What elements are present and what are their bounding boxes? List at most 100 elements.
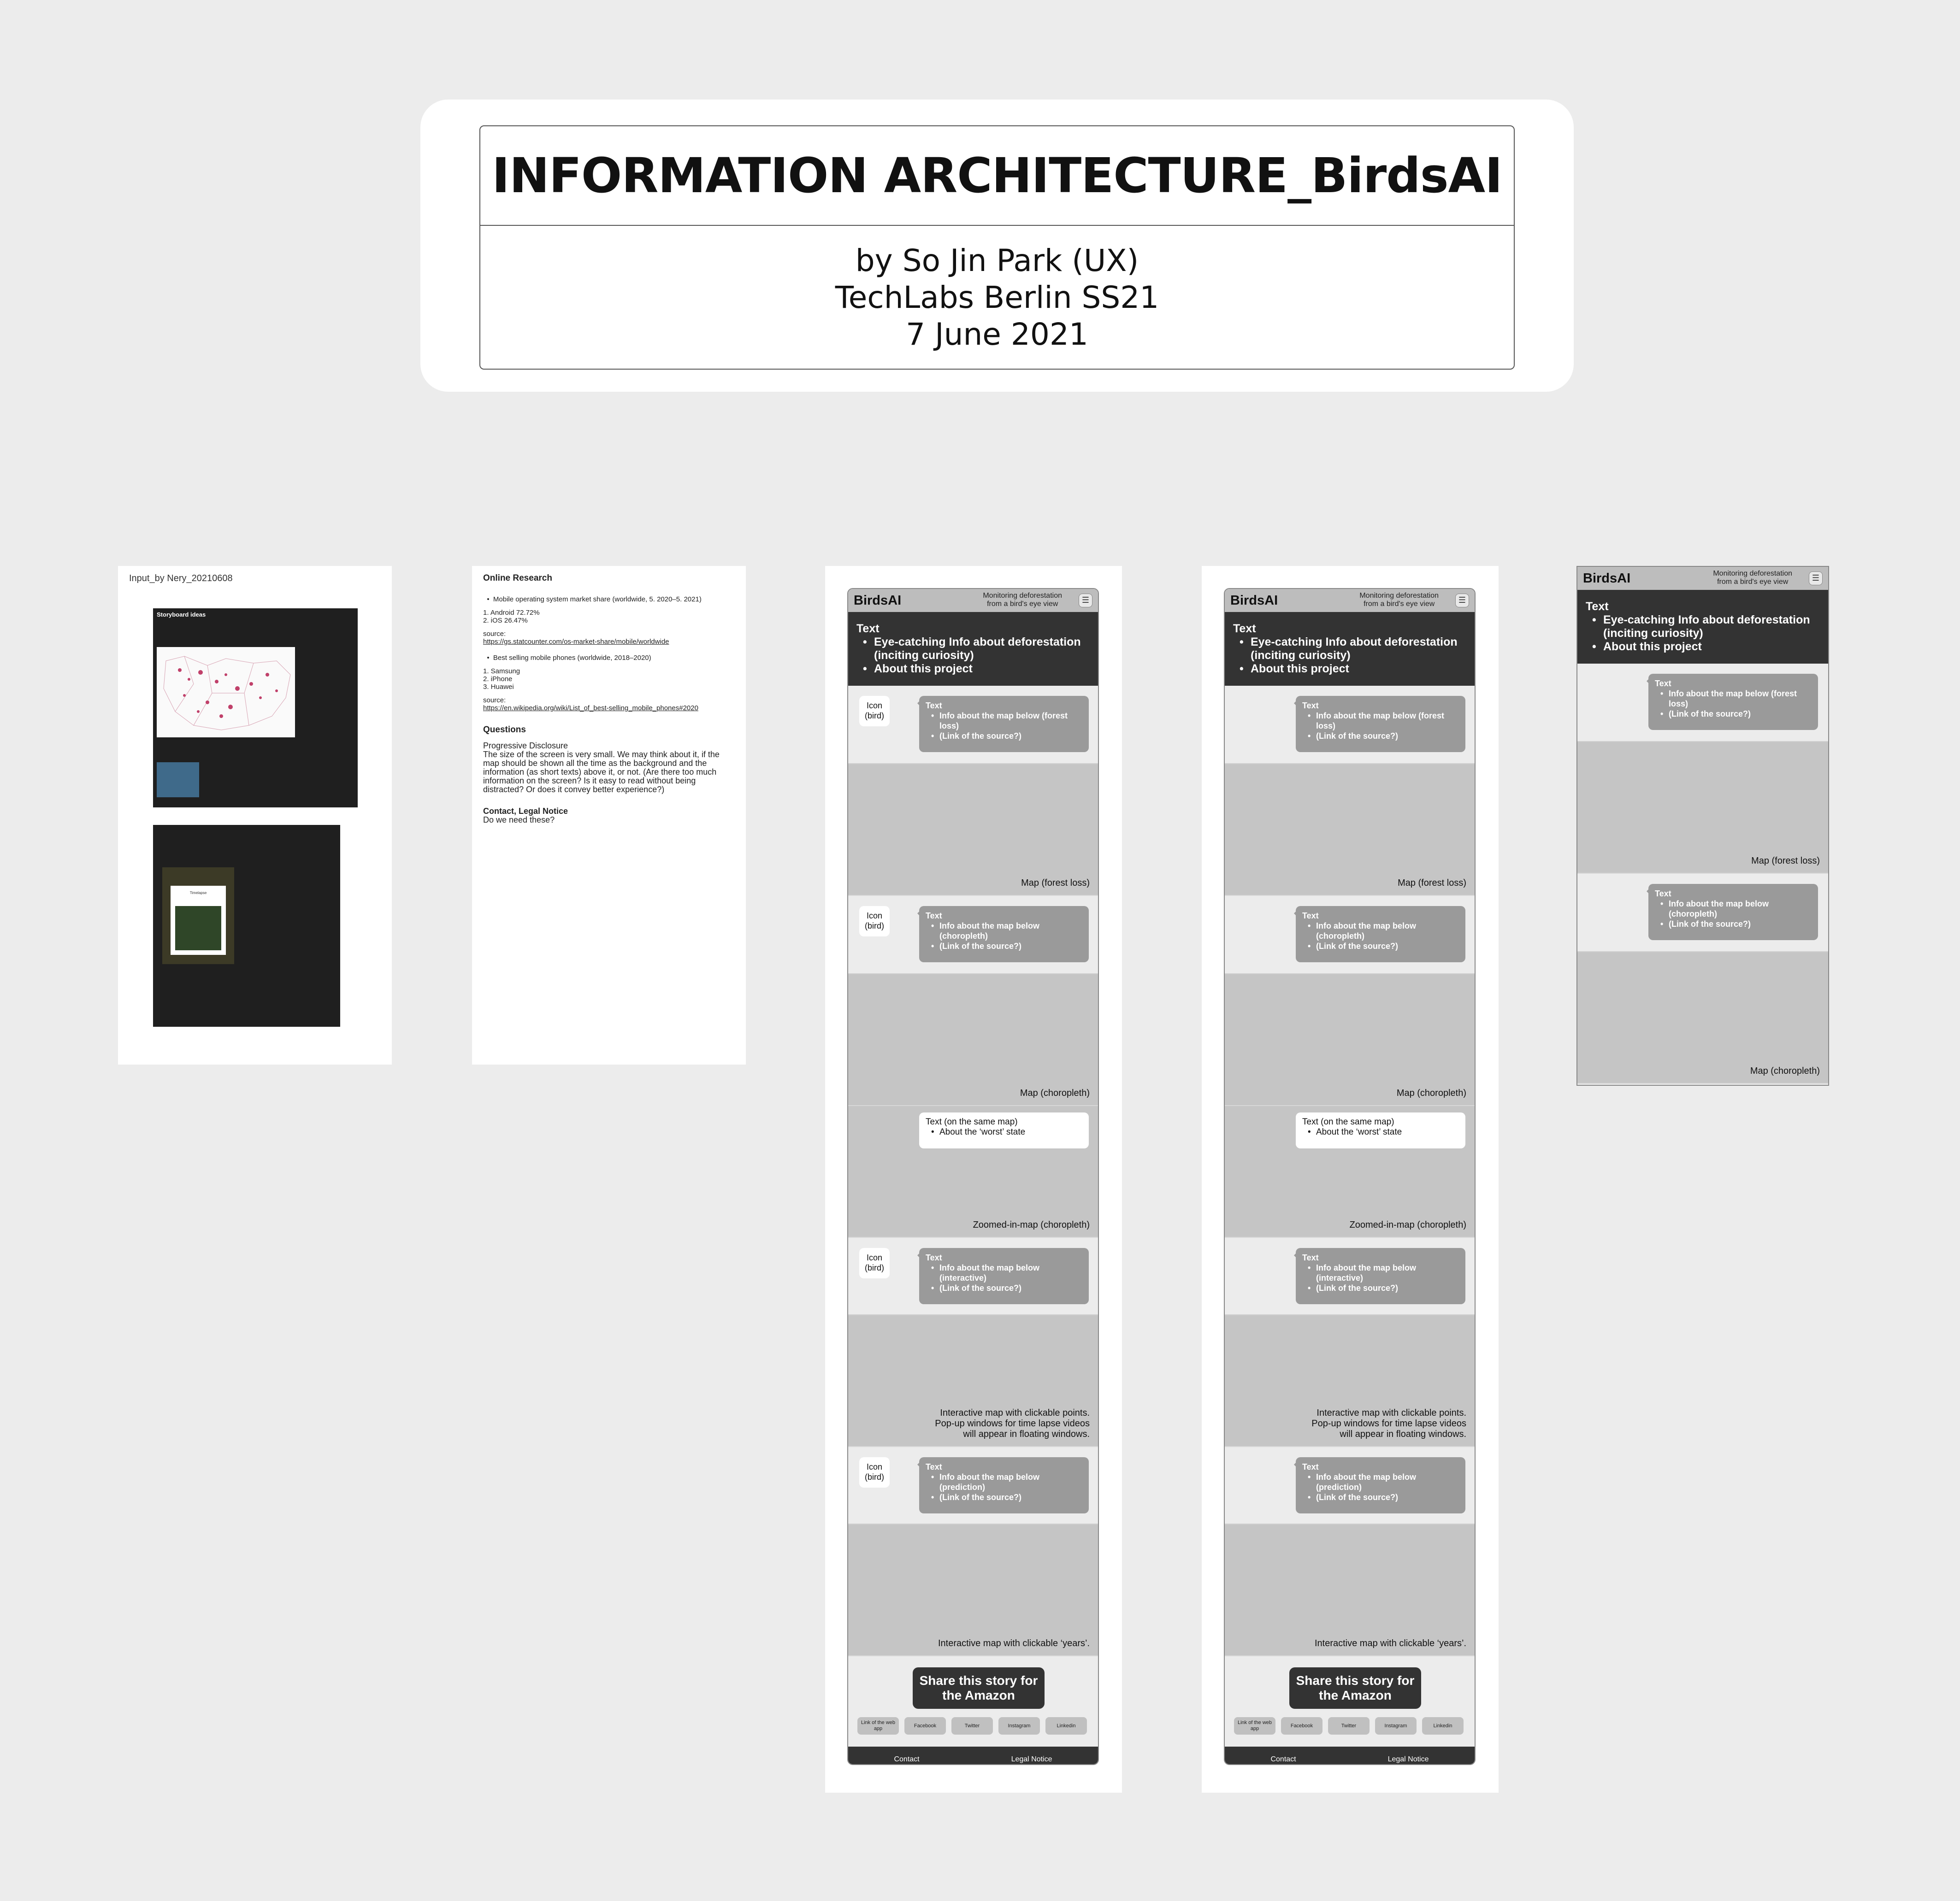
page-title: INFORMATION ARCHITECTURE_BirdsAI: [480, 126, 1514, 226]
os-source-link[interactable]: https://gs.statcounter.com/os-market-sha…: [483, 638, 669, 646]
info-bubble: Text Info about the map below (forest lo…: [1647, 674, 1818, 730]
facebook-button[interactable]: Facebook: [1281, 1717, 1322, 1735]
map-forest-loss[interactable]: Map (forest loss): [1225, 764, 1475, 896]
questions-heading: Questions: [483, 725, 526, 735]
app-logo[interactable]: BirdsAI: [1583, 571, 1631, 586]
linkedin-button[interactable]: Linkedin: [1422, 1717, 1464, 1735]
map-choropleth[interactable]: Map (choropleth): [848, 974, 1098, 1106]
hero-item: Eye-catching Info about deforestation (i…: [1592, 613, 1820, 640]
info-bubble: Text Info about the map below (choroplet…: [1647, 884, 1818, 940]
hero-title: Text: [1233, 622, 1256, 635]
info-bubble: Text Info about the map below (choroplet…: [1294, 906, 1465, 962]
zoomed-in-map[interactable]: Text (on the same map) About the ‘worst’…: [848, 1106, 1098, 1238]
storyboard-image-2: Timelapse: [153, 825, 340, 1027]
info-section: Icon (bird) Text Info about the map belo…: [848, 1238, 1098, 1315]
worst-state-note: Text (on the same map) About the ‘worst’…: [1296, 1112, 1465, 1148]
instagram-button[interactable]: Instagram: [998, 1717, 1040, 1735]
footer: Contact Legal Notice: [1225, 1747, 1475, 1764]
hero-item[interactable]: About this project: [1240, 662, 1466, 676]
bird-icon: Icon (bird): [859, 696, 890, 726]
os-list: 1. Android 72.72% 2. iOS 26.47%: [483, 609, 540, 624]
social-links: Link of the web app Facebook Twitter Ins…: [857, 1717, 1087, 1735]
interactive-map[interactable]: Interactive map with clickable points. P…: [1225, 1315, 1475, 1447]
twitter-button[interactable]: Twitter: [951, 1717, 993, 1735]
link-web-app-button[interactable]: Link of the web app: [1234, 1717, 1275, 1735]
progressive-disclosure-body: The size of the screen is very small. We…: [483, 750, 720, 794]
phones-source-link[interactable]: https://en.wikipedia.org/wiki/List_of_be…: [483, 704, 698, 712]
twitter-button[interactable]: Twitter: [1328, 1717, 1370, 1735]
linkedin-button[interactable]: Linkedin: [1045, 1717, 1087, 1735]
interactive-years-map[interactable]: Interactive map with clickable ‘years’.: [848, 1524, 1098, 1656]
input-panel-title: Input_by Nery_20210608: [129, 573, 233, 583]
info-section: Icon (bird) Text Info about the map belo…: [848, 1447, 1098, 1524]
hero-item[interactable]: About this project: [1592, 640, 1820, 653]
hero-item[interactable]: About this project: [863, 662, 1090, 676]
timelapse-popup: Timelapse: [171, 886, 226, 955]
organization: TechLabs Berlin SS21: [835, 280, 1159, 315]
interactive-map[interactable]: Interactive map with clickable points. P…: [848, 1315, 1098, 1447]
choropleth-thumbnail: [157, 762, 199, 797]
zoomed-in-map[interactable]: Text (on the same map) About the ‘worst’…: [1225, 1106, 1475, 1238]
info-bubble: Text Info about the map below (interacti…: [917, 1248, 1089, 1304]
info-section: Icon (bird) Text Info about the map belo…: [848, 896, 1098, 974]
facebook-button[interactable]: Facebook: [904, 1717, 946, 1735]
app-logo[interactable]: BirdsAI: [1230, 593, 1278, 608]
hero-title: Text: [1586, 600, 1609, 613]
legal-notice-link[interactable]: Legal Notice: [1011, 1755, 1052, 1763]
legal-notice-link[interactable]: Legal Notice: [1387, 1755, 1429, 1763]
author: by So Jin Park (UX): [855, 243, 1139, 278]
title-subtitle: by So Jin Park (UX) TechLabs Berlin SS21…: [480, 226, 1514, 370]
phones-intro: • Best selling mobile phones (worldwide,…: [483, 654, 651, 662]
map-choropleth[interactable]: Map (choropleth): [1577, 952, 1828, 1084]
info-bubble: Text Info about the map below (forest lo…: [917, 696, 1089, 752]
share-button[interactable]: Share this story for the Amazon: [1289, 1667, 1421, 1709]
info-section: Text Info about the map below (forest lo…: [1225, 686, 1475, 764]
bird-icon: Icon (bird): [859, 1457, 890, 1488]
contact-link[interactable]: Contact: [1270, 1755, 1296, 1763]
progressive-disclosure-title: Progressive Disclosure: [483, 741, 568, 750]
map-choropleth[interactable]: Map (choropleth): [1225, 974, 1475, 1106]
hero-item: Eye-catching Info about deforestation (i…: [863, 636, 1090, 662]
info-section: Text Info about the map below (predictio…: [1225, 1447, 1475, 1524]
info-bubble: Text Info about the map below (predictio…: [1294, 1457, 1465, 1513]
share-section: Share this story for the Amazon Link of …: [848, 1656, 1098, 1747]
research-heading: Online Research: [483, 573, 552, 583]
satellite-image: Timelapse: [162, 867, 234, 964]
map-forest-loss[interactable]: Map (forest loss): [848, 764, 1098, 896]
storyboard-map-image: [157, 647, 295, 737]
hamburger-menu-icon[interactable]: ☰: [1809, 571, 1823, 585]
contact-title: Contact, Legal Notice: [483, 806, 568, 816]
hamburger-menu-icon[interactable]: ☰: [1455, 594, 1469, 607]
link-web-app-button[interactable]: Link of the web app: [857, 1717, 899, 1735]
contact-body: Do we need these?: [483, 815, 555, 824]
info-section: Text Info about the map below (choroplet…: [1577, 874, 1828, 952]
storyboard-title: Storyboard ideas: [157, 611, 206, 618]
hamburger-menu-icon[interactable]: ☰: [1079, 594, 1092, 607]
bird-icon: Icon (bird): [859, 1248, 890, 1278]
interactive-years-map[interactable]: Interactive map with clickable ‘years’.: [1225, 1524, 1475, 1656]
title-box: INFORMATION ARCHITECTURE_BirdsAI by So J…: [479, 125, 1515, 370]
app-logo[interactable]: BirdsAI: [854, 593, 902, 608]
bird-icon: Icon (bird): [859, 906, 890, 936]
instagram-button[interactable]: Instagram: [1375, 1717, 1417, 1735]
share-section: Share this story for the Amazon Link of …: [1225, 1656, 1475, 1747]
info-section: Icon (bird) Text Info about the map belo…: [848, 686, 1098, 764]
popup-title: Timelapse: [189, 891, 207, 895]
hero-section: Text Eye-catching Info about deforestati…: [1577, 590, 1828, 664]
info-bubble: Text Info about the map below (choroplet…: [917, 906, 1089, 962]
share-button[interactable]: Share this story for the Amazon: [913, 1667, 1045, 1709]
map-forest-loss[interactable]: Map (forest loss): [1577, 742, 1828, 874]
info-section: Text Info about the map below (choroplet…: [1225, 896, 1475, 974]
phones-list: 1. Samsung 2. iPhone 3. Huawei: [483, 667, 520, 691]
contact-link[interactable]: Contact: [894, 1755, 920, 1763]
hero-title: Text: [856, 622, 880, 635]
social-links: Link of the web app Facebook Twitter Ins…: [1234, 1717, 1464, 1735]
phones-source: source: https://en.wikipedia.org/wiki/Li…: [483, 696, 735, 712]
